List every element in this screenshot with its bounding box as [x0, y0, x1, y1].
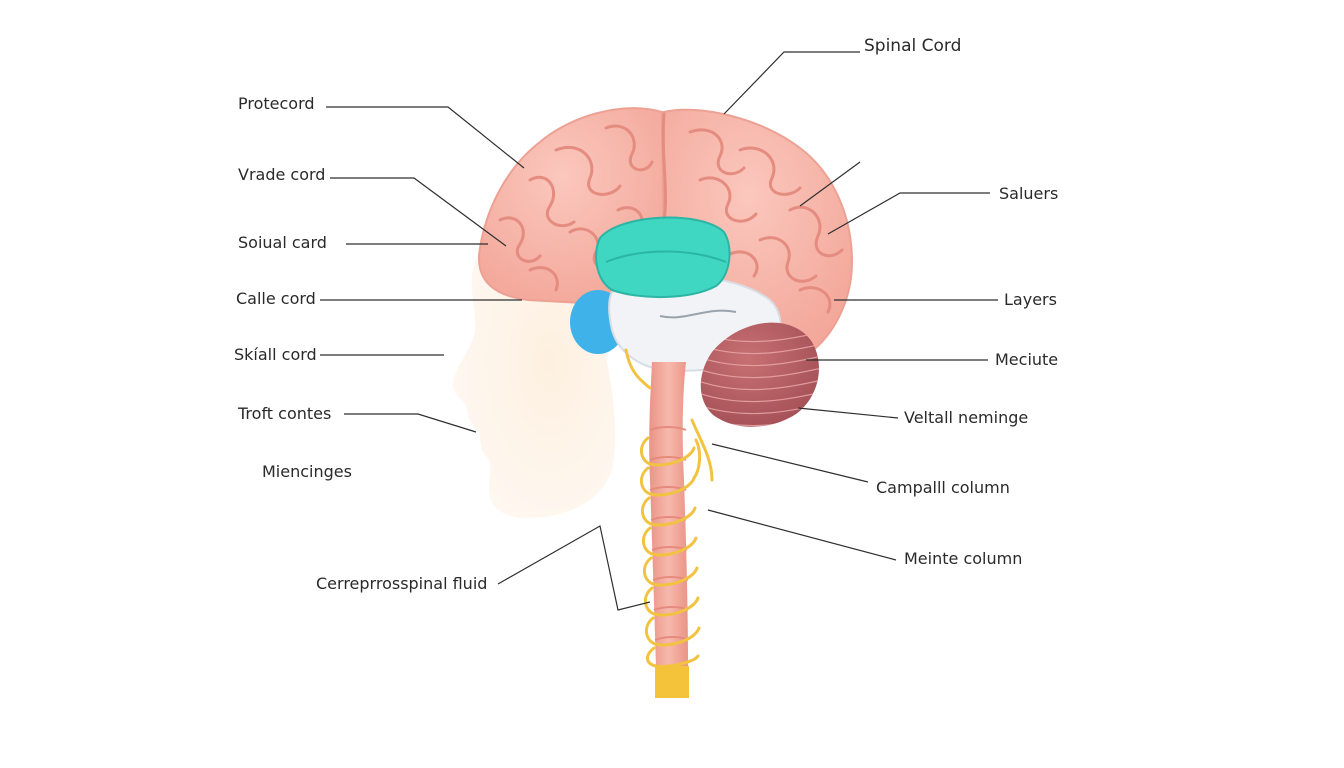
label-meciute: Meciute	[995, 350, 1059, 369]
label-layers: Layers	[1004, 290, 1057, 309]
label-meinte-column: Meinte column	[904, 549, 1023, 568]
nerve-roots	[624, 348, 714, 668]
teal-structure	[595, 216, 731, 299]
leader-cerreprrosspinal-fluid	[497, 525, 651, 611]
label-calle-cord: Calle cord	[236, 289, 316, 308]
label-cerreprrosspinal-fluid: Cerreprrosspinal fluid	[316, 574, 488, 593]
label-miencinges: Miencinges	[262, 462, 352, 481]
leader-protecord	[326, 106, 525, 169]
leader-campalll-column	[711, 443, 869, 483]
label-vrade-cord: Vrade cord	[238, 165, 326, 184]
label-veltall-neminge: Veltall neminge	[904, 408, 1029, 427]
label-protecord: Protecord	[238, 94, 315, 113]
label-saluers: Saluers	[999, 184, 1059, 203]
leader-vrade-cord	[330, 177, 507, 247]
leader-meinte-column	[707, 509, 897, 561]
label-spinal-cord: Spinal Cord	[864, 36, 962, 56]
spinal-cord-body	[649, 362, 688, 668]
leader-veltall-neminge	[797, 407, 899, 419]
label-soiual-card: Soiual card	[238, 233, 327, 252]
label-campalll-column: Campalll column	[876, 478, 1010, 497]
leader-spinal-cord	[723, 51, 860, 115]
label-skiall-cord: Skíall cord	[234, 345, 317, 364]
leader-lines	[320, 51, 998, 611]
leader-saluers-2	[799, 161, 861, 207]
leader-saluers	[827, 192, 990, 235]
leader-troft-contes	[344, 413, 477, 433]
spinal-cord-tip	[655, 666, 689, 698]
label-troft-contes: Troft contes	[238, 404, 332, 423]
